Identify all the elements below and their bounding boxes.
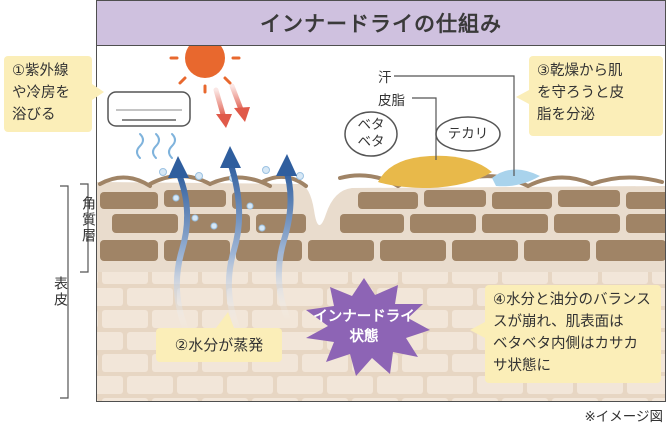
callout-uv-line: ①紫外線 (12, 63, 69, 79)
callout-imbalance-line: サ状態に (493, 358, 551, 374)
inner-dry-label-line: インナードライ (313, 309, 415, 325)
shine-text: テカリ (447, 126, 489, 142)
callout-uv-line: 浴びる (12, 107, 56, 123)
evaporation-arrows (173, 159, 294, 333)
inner-dry-label-line: 状態 (349, 329, 379, 345)
sticky-bubble (344, 111, 398, 157)
inner-dry-label: インナードライ 状態 (304, 307, 424, 347)
sweat-drop (492, 169, 540, 187)
page-title: インナードライの仕組み (96, 0, 666, 46)
sticky-text-line: ベタ (357, 117, 385, 133)
footnote: ※イメージ図 (584, 409, 663, 425)
callout-protect-line: 脂を分泌 (537, 107, 595, 123)
sebum-blob (378, 155, 492, 188)
callout-imbalance-line: スが崩れ、肌表面は (493, 314, 624, 330)
sweat-label: 汗 (378, 70, 392, 86)
callout-imbalance: ④水分と油分のバランス スが崩れ、肌表面は ベタベタ内側はカサカ サ状態に (485, 285, 661, 383)
callout-protect: ③乾燥から肌 を守ろうと皮 脂を分泌 (529, 56, 663, 136)
layer-brackets (60, 183, 89, 399)
callout-pointers (92, 84, 529, 338)
sticky-text-line: ベタ (357, 134, 385, 150)
callout-protect-line: ③乾燥から肌 (537, 63, 623, 79)
leader-lines (394, 75, 515, 176)
air-conditioner-icon (107, 91, 191, 159)
callout-imbalance-line: ベタベタ内側はカサカ (493, 336, 638, 352)
epidermis-label: 表皮 (52, 276, 68, 308)
corneum-bricks (100, 190, 665, 261)
callout-protect-line: を守ろうと皮 (537, 85, 624, 101)
callout-uv: ①紫外線 や冷房を 浴びる (4, 56, 92, 132)
callout-evaporation: ②水分が蒸発 (156, 328, 282, 362)
inner-dry-burst (306, 278, 430, 376)
sebum-label: 皮脂 (378, 93, 405, 109)
callout-imbalance-line: ④水分と油分のバランス (493, 292, 651, 308)
stratum-corneum-label: 角質層 (80, 196, 96, 244)
callout-uv-line: や冷房を (12, 85, 70, 101)
sticky-text: ベタ ベタ (351, 117, 391, 151)
